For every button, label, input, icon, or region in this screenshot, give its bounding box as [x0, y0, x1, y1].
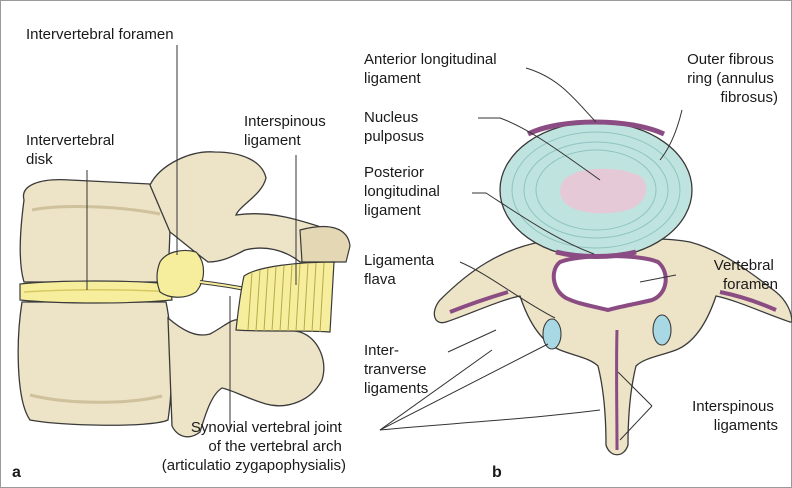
upper-vertebral-body — [20, 180, 170, 282]
label-intervertebral-foramen: Intervertebral foramen — [26, 26, 174, 43]
vertebral-foramen-shape — [554, 256, 666, 310]
intervertebral-foramen-shape — [157, 250, 204, 297]
upper-spinous-process — [300, 227, 350, 262]
lower-vertebral-body — [18, 302, 171, 425]
panel-letter-a: a — [12, 464, 21, 481]
left-facet-capsule — [543, 319, 561, 349]
panel-letter-b: b — [492, 464, 502, 481]
right-facet-capsule — [653, 315, 671, 345]
intervertebral-disk-shape — [20, 281, 172, 303]
nucleus-pulposus-shape — [560, 169, 646, 214]
